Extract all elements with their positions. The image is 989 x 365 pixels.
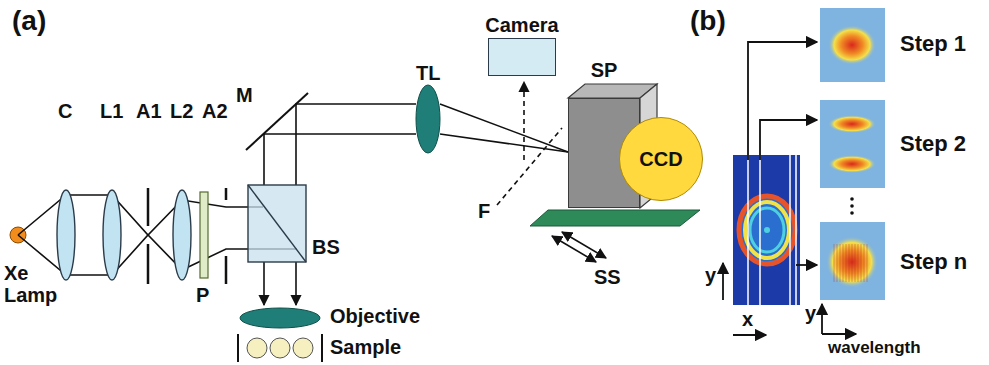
sample-sphere [247, 338, 267, 358]
lens [173, 190, 191, 280]
lens [57, 190, 75, 280]
ray [440, 104, 568, 152]
part-label: L2 [170, 100, 193, 122]
fringe [858, 244, 859, 282]
axis-arrow [821, 304, 823, 334]
fringe [855, 244, 856, 282]
spectrum-image [820, 222, 885, 300]
part-label: TL [416, 62, 440, 84]
fringe [843, 244, 844, 282]
axis-arrow [722, 263, 724, 300]
ray [295, 262, 297, 305]
fringes [834, 244, 867, 282]
part-label: (a) [12, 6, 46, 37]
polarizer [200, 192, 208, 278]
aperture [147, 188, 150, 284]
spectrum-image [820, 100, 885, 188]
part-label: x [742, 308, 753, 330]
fringe [837, 244, 838, 282]
ring [745, 202, 789, 258]
sample-cell [238, 334, 322, 362]
fringe [867, 244, 868, 282]
ring [750, 208, 784, 252]
ccd-detector: CCD [619, 117, 703, 201]
ray [296, 104, 416, 185]
spectrum-spot [828, 155, 876, 173]
part-label: L1 [100, 100, 123, 122]
component-name: CCD [639, 148, 682, 170]
spectrum-spot [826, 236, 878, 288]
fringe [849, 244, 850, 282]
ray [18, 195, 263, 235]
step-arrow [748, 42, 817, 160]
ray [440, 134, 568, 152]
ellipsis-dot [850, 211, 854, 215]
sample-sphere [270, 338, 290, 358]
fringe [834, 244, 835, 282]
step-arrow [796, 264, 817, 266]
part-label: Step 2 [900, 132, 966, 156]
part-label: y [805, 302, 816, 324]
scan-arrow [562, 232, 606, 258]
part-label: wavelength [828, 339, 921, 358]
part-label: A1 [136, 100, 162, 122]
fringe [861, 244, 862, 282]
fringe [864, 244, 865, 282]
component-label: Camera [485, 14, 558, 36]
spectrometer-box: SPCCD [568, 98, 640, 208]
part-label: Step n [900, 250, 967, 274]
component-label: SP [591, 59, 618, 81]
axis-arrow [733, 334, 766, 336]
part-label: Step 1 [900, 32, 966, 56]
fringe [852, 244, 853, 282]
spectrum-spot [828, 25, 876, 65]
light-rays [18, 104, 568, 305]
step-arrow [760, 120, 817, 160]
translation-stage [530, 210, 700, 226]
ray [264, 134, 416, 185]
spectrum-spot [828, 115, 876, 133]
mirror [246, 93, 308, 150]
ellipsis-dot [850, 204, 854, 208]
camera-box: Camera [488, 38, 556, 76]
step-arrows [748, 42, 817, 265]
sample-sphere [293, 338, 313, 358]
spectrum-image [820, 8, 885, 82]
objective-lens [240, 308, 320, 328]
beam-splitter [248, 185, 306, 262]
lens [103, 190, 121, 280]
part-label: A2 [202, 100, 228, 122]
part-label: (b) [690, 6, 726, 37]
beam-splitter-face [248, 185, 306, 262]
camera-path [523, 82, 525, 160]
axis-arrow [822, 333, 856, 335]
tube-lens [416, 85, 440, 153]
part-label: Objective [330, 305, 420, 327]
part-label: Xe Lamp [4, 262, 66, 306]
flip-mirror [497, 128, 562, 205]
aperture [225, 188, 228, 284]
ring-image [733, 155, 800, 305]
fringe [846, 244, 847, 282]
part-label: y [705, 264, 716, 286]
part-label: Sample [330, 336, 401, 358]
part-label: M [236, 84, 253, 106]
part-label: F [478, 200, 490, 222]
ring-center [764, 227, 770, 233]
fringe [840, 244, 841, 282]
ellipsis-dot [850, 197, 854, 201]
part-label: C [58, 100, 72, 122]
ray [263, 262, 265, 305]
part-label: P [196, 284, 209, 306]
slit-line [748, 155, 796, 305]
part-label: BS [312, 236, 340, 258]
part-label: SS [594, 266, 621, 288]
